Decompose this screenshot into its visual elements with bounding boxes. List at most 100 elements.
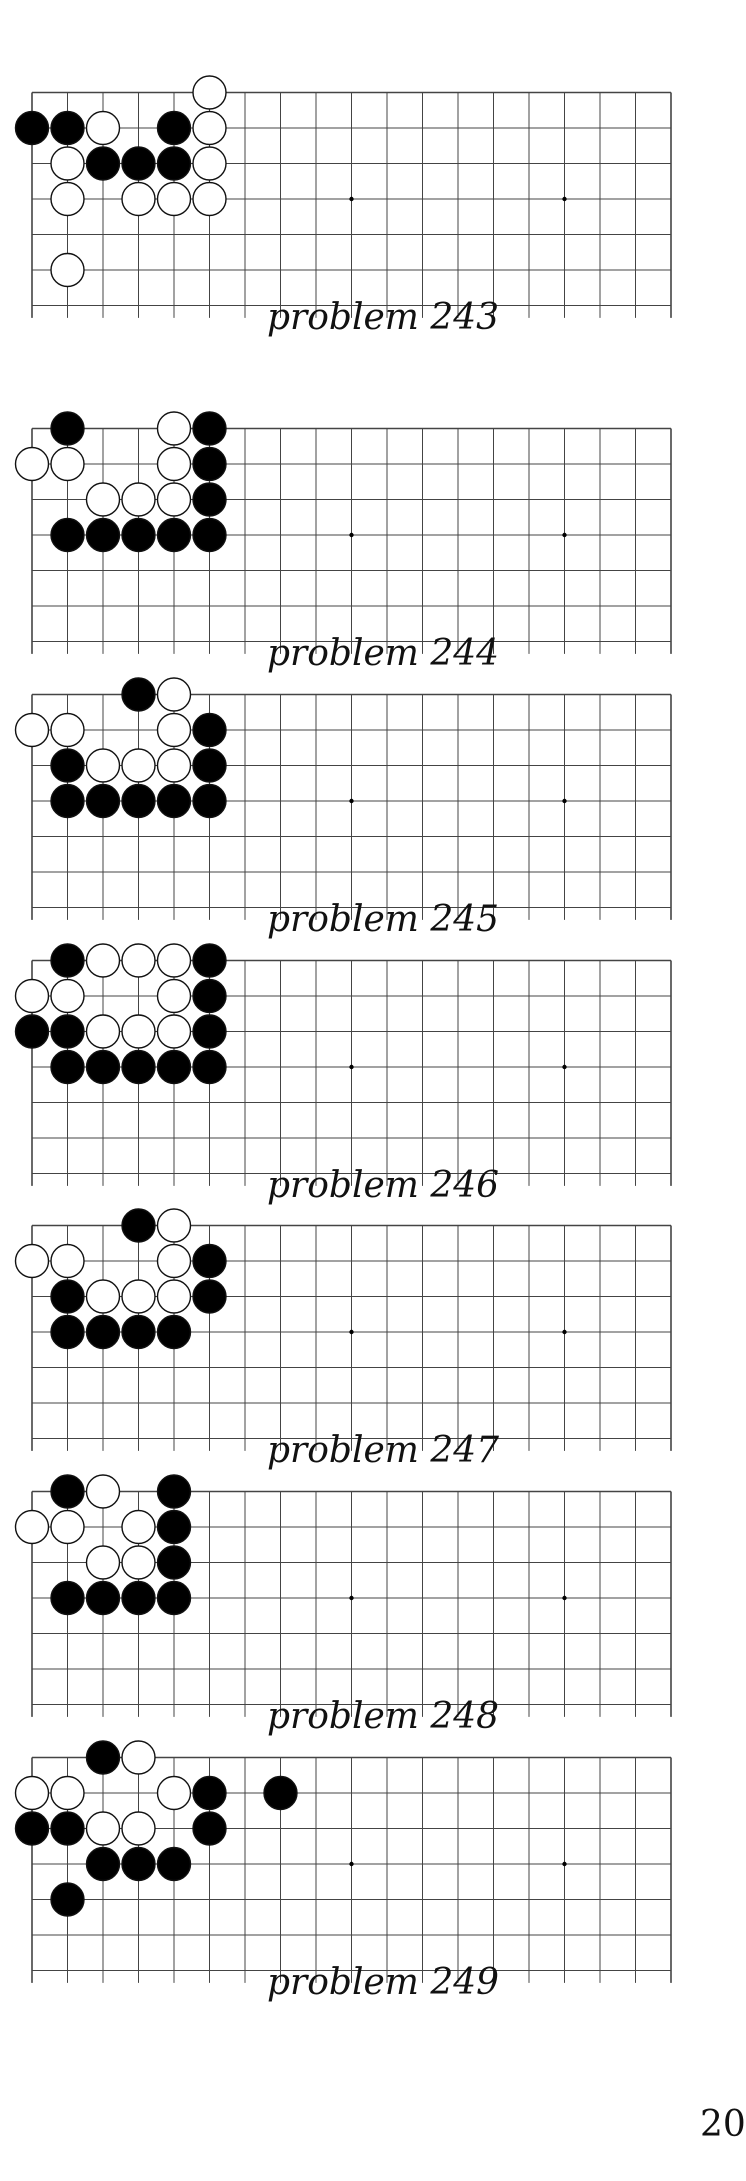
black-stone (50, 783, 85, 819)
star-point (349, 798, 354, 804)
black-stone (50, 748, 85, 783)
white-stone (14, 1509, 50, 1545)
black-stone (156, 110, 192, 146)
problem-caption: problem 244 (267, 633, 500, 674)
star-point (562, 1329, 567, 1335)
black-stone (50, 411, 85, 446)
black-stone (192, 482, 227, 517)
star-point (349, 1064, 354, 1070)
problem-caption: problem 248 (267, 1696, 500, 1737)
go-board (14, 411, 672, 654)
white-stone (192, 146, 227, 181)
black-stone (156, 1509, 192, 1545)
black-stone (192, 1014, 227, 1049)
white-stone (156, 482, 192, 517)
black-stone (121, 677, 156, 712)
black-stone (156, 1580, 192, 1616)
white-stone (156, 446, 192, 482)
go-board (14, 677, 672, 920)
black-stone (50, 1049, 85, 1085)
black-stone (121, 1846, 156, 1882)
white-stone (121, 1279, 156, 1314)
problem-diagram: problem 243 (0, 57, 724, 362)
black-stone (85, 1740, 121, 1775)
black-stone (156, 1545, 192, 1580)
black-stone (192, 1811, 227, 1846)
black-stone (156, 783, 192, 819)
white-stone (14, 1243, 50, 1279)
problem-diagram: problem 244 (0, 393, 724, 698)
white-stone (156, 411, 192, 446)
white-stone (85, 943, 121, 978)
star-point (349, 1329, 354, 1335)
problem-caption: problem 247 (267, 1430, 500, 1471)
star-point (349, 1861, 354, 1867)
white-stone (121, 943, 156, 978)
white-stone (50, 252, 85, 288)
star-point (562, 1595, 567, 1601)
black-stone (50, 1014, 85, 1049)
black-stone (14, 1811, 50, 1846)
black-stone (50, 517, 85, 553)
white-stone (85, 748, 121, 783)
black-stone (156, 1314, 192, 1350)
black-stone (192, 1049, 227, 1085)
white-stone (156, 748, 192, 783)
white-stone (50, 1243, 85, 1279)
white-stone (85, 110, 121, 146)
problem-diagram: problem 249 (0, 1722, 724, 2027)
white-stone (85, 1014, 121, 1049)
white-stone (121, 1509, 156, 1545)
problem-diagram: problem 246 (0, 925, 724, 1230)
white-stone (121, 1545, 156, 1580)
black-stone (14, 110, 50, 146)
problem-diagram: problem 245 (0, 659, 724, 964)
problem-diagram: problem 247 (0, 1190, 724, 1495)
black-stone (156, 1049, 192, 1085)
white-stone (156, 1014, 192, 1049)
black-stone (50, 943, 85, 978)
black-stone (192, 446, 227, 482)
white-stone (14, 1775, 50, 1811)
black-stone (85, 146, 121, 181)
white-stone (192, 75, 227, 110)
star-point (349, 196, 354, 202)
black-stone (192, 1775, 227, 1811)
white-stone (14, 712, 50, 748)
problem-caption: problem 245 (267, 899, 500, 940)
black-stone (85, 1049, 121, 1085)
star-point (349, 532, 354, 538)
white-stone (156, 978, 192, 1014)
black-stone (121, 1208, 156, 1243)
white-stone (50, 1509, 85, 1545)
star-point (562, 196, 567, 202)
white-stone (14, 978, 50, 1014)
black-stone (50, 1474, 85, 1509)
white-stone (50, 446, 85, 482)
white-stone (50, 181, 85, 217)
black-stone (192, 517, 227, 553)
white-stone (85, 1811, 121, 1846)
white-stone (50, 712, 85, 748)
black-stone (50, 1580, 85, 1616)
go-board (14, 1208, 672, 1451)
black-stone (192, 1243, 227, 1279)
problem-diagram: problem 248 (0, 1456, 724, 1761)
black-stone (192, 1279, 227, 1314)
black-stone (156, 517, 192, 553)
black-stone (192, 978, 227, 1014)
white-stone (192, 110, 227, 146)
white-stone (121, 748, 156, 783)
go-board (14, 75, 672, 318)
white-stone (156, 1775, 192, 1811)
black-stone (121, 783, 156, 819)
black-stone (50, 110, 85, 146)
white-stone (156, 712, 192, 748)
white-stone (121, 1811, 156, 1846)
black-stone (85, 517, 121, 553)
black-stone (85, 1846, 121, 1882)
white-stone (156, 181, 192, 217)
white-stone (14, 446, 50, 482)
star-point (562, 1861, 567, 1867)
black-stone (121, 517, 156, 553)
